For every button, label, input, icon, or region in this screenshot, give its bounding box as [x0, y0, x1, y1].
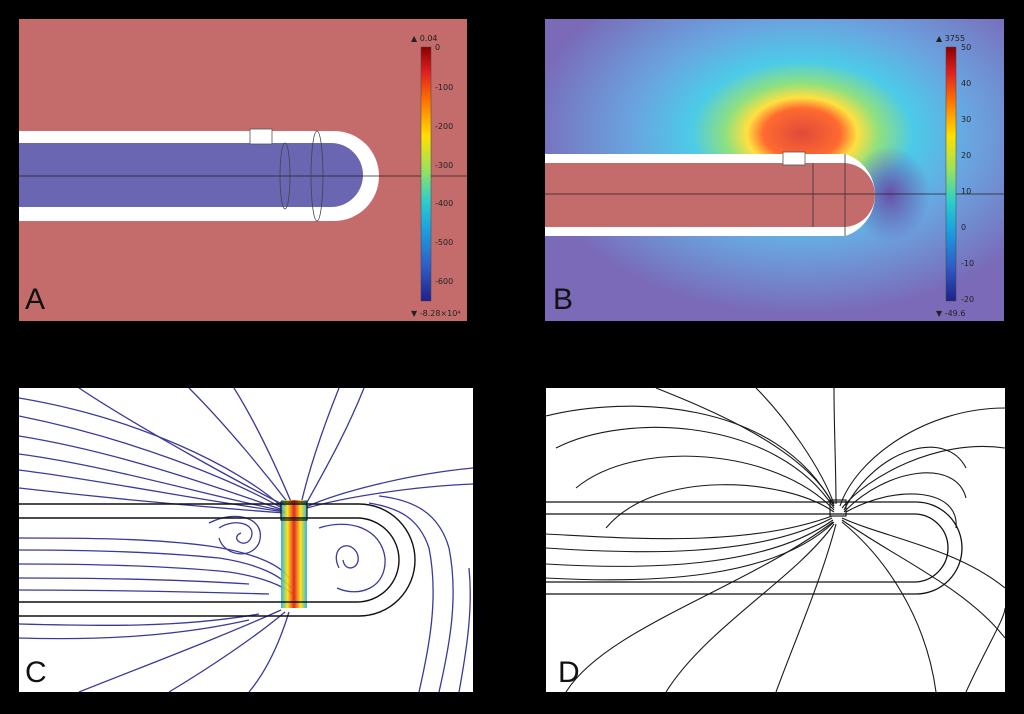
panel-d-streamlines [546, 388, 1005, 692]
panel-a-label: A [25, 283, 46, 316]
panel-c-hot-channel [281, 500, 307, 608]
panel-a-colorbar-min: ▼ -8.28×10⁴ [411, 309, 461, 318]
panel-b-colorbar-tick: 50 [961, 43, 971, 52]
panel-d-tube-outer [546, 501, 963, 595]
panel-a-section-ellipse [310, 130, 324, 222]
panel-a-colorbar-tick: -500 [435, 238, 453, 247]
panel-b: ▲ 3755 ▼ -49.6 50 40 30 20 10 0 -10 -20 … [545, 19, 1004, 321]
panel-c-tube-outer [19, 503, 416, 617]
panel-d-electrode [829, 499, 847, 517]
panel-a-colorbar [420, 46, 432, 302]
panel-c-electrode [280, 501, 308, 521]
panel-b-colorbar-max: ▲ 3755 [936, 34, 965, 43]
panel-b-colorbar-tick: 40 [961, 79, 971, 88]
panel-c-streamlines [19, 388, 473, 692]
panel-b-field-plot: ▲ 3755 ▼ -49.6 50 40 30 20 10 0 -10 -20 [545, 19, 1004, 321]
panel-b-tube-inner [545, 163, 875, 227]
panel-a-colorbar-tick: -100 [435, 83, 453, 92]
panel-a-colorbar-tick: -600 [435, 277, 453, 286]
panel-b-colorbar-tick: -10 [961, 259, 974, 268]
panel-b-colorbar-tick: -20 [961, 295, 974, 304]
panel-b-label: B [553, 283, 574, 316]
panel-d-tube-inner [546, 513, 949, 583]
panel-b-colorbar-tick: 30 [961, 115, 971, 124]
panel-c-background [19, 388, 473, 692]
panel-b-colorbar-tick: 0 [961, 223, 966, 232]
panel-a: ▲ 0.04 ▼ -8.28×10⁴ 0 -100 -200 -300 -400… [19, 19, 467, 321]
panel-b-colorbar [945, 46, 957, 302]
panel-c-label: C [25, 656, 47, 689]
panel-b-colorbar-tick: 10 [961, 187, 971, 196]
panel-b-colorbar-tick: 20 [961, 151, 971, 160]
panel-a-electrode [249, 128, 273, 145]
panel-b-electrode [782, 151, 806, 166]
panel-b-colorbar-min: ▼ -49.6 [936, 309, 965, 318]
panel-a-colorbar-tick: -200 [435, 122, 453, 131]
panel-c: C [19, 388, 473, 692]
panel-d-streamline-plot [546, 388, 1005, 692]
panel-a-colorbar-max: ▲ 0.04 [411, 34, 438, 43]
panel-a-section-ellipse [279, 142, 291, 210]
panel-a-colorbar-tick: 0 [435, 43, 440, 52]
panel-a-colorbar-tick: -300 [435, 161, 453, 170]
panel-c-streamline-plot [19, 388, 473, 692]
panel-a-field-plot: ▲ 0.04 ▼ -8.28×10⁴ 0 -100 -200 -300 -400… [19, 19, 467, 321]
panel-d-label: D [558, 656, 580, 689]
panel-a-tube-inner [19, 143, 363, 207]
panel-d: D [546, 388, 1005, 692]
panel-a-colorbar-tick: -400 [435, 199, 453, 208]
panel-c-tube-inner [19, 517, 400, 603]
